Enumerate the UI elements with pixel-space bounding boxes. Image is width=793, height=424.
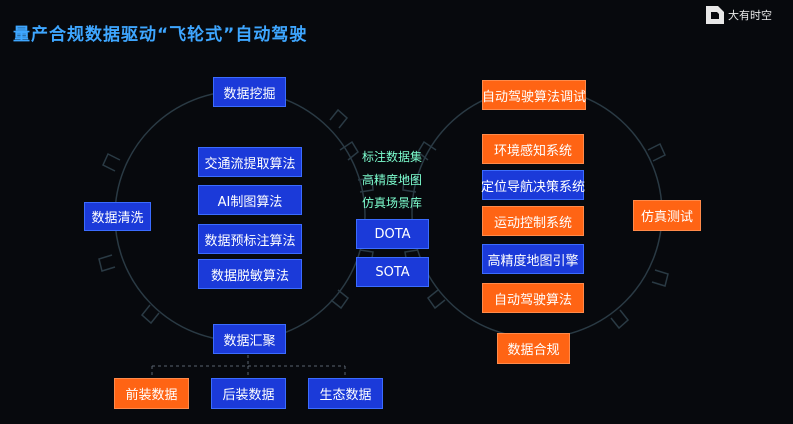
center-label-sim-scenes: 仿真场景库 [362, 196, 423, 210]
left-inner-item: 数据预标注算法 [198, 224, 302, 254]
source-after-install: 后装数据 [211, 378, 286, 409]
brand-logo-icon [706, 6, 724, 24]
source-front-install: 前装数据 [114, 378, 189, 409]
data-cleaning-box: 数据清洗 [84, 202, 151, 231]
source-connectors [151, 355, 346, 378]
center-label-hd-map: 高精度地图 [362, 173, 423, 187]
right-inner-item: 运动控制系统 [482, 206, 584, 236]
left-gear-ring [114, 90, 366, 342]
left-inner-item: AI制图算法 [198, 185, 302, 215]
right-inner-item: 环境感知系统 [482, 134, 584, 164]
brand-name: 大有时空 [728, 9, 772, 22]
left-inner-item: 交通流提取算法 [198, 147, 302, 177]
center-label-annotation: 标注数据集 [362, 150, 423, 164]
right-inner-item: 定位导航决策系统 [481, 170, 585, 200]
right-inner-item: 高精度地图引擎 [482, 244, 584, 274]
algorithm-debug-box: 自动驾驶算法调试 [482, 80, 586, 110]
simulation-test-box: 仿真测试 [633, 200, 701, 231]
left-gear-teeth [98, 108, 374, 325]
data-compliance-box: 数据合规 [497, 333, 570, 364]
dota-box: DOTA [356, 219, 429, 249]
left-inner-item: 数据脱敏算法 [198, 259, 302, 289]
data-mining-box: 数据挖掘 [213, 77, 286, 107]
right-inner-item: 自动驾驶算法 [482, 283, 584, 313]
sota-box: SOTA [356, 257, 429, 287]
data-aggregation-box: 数据汇聚 [213, 324, 286, 354]
source-ecosystem: 生态数据 [308, 378, 383, 409]
page-title: 量产合规数据驱动“飞轮式”自动驾驶 [13, 25, 308, 45]
